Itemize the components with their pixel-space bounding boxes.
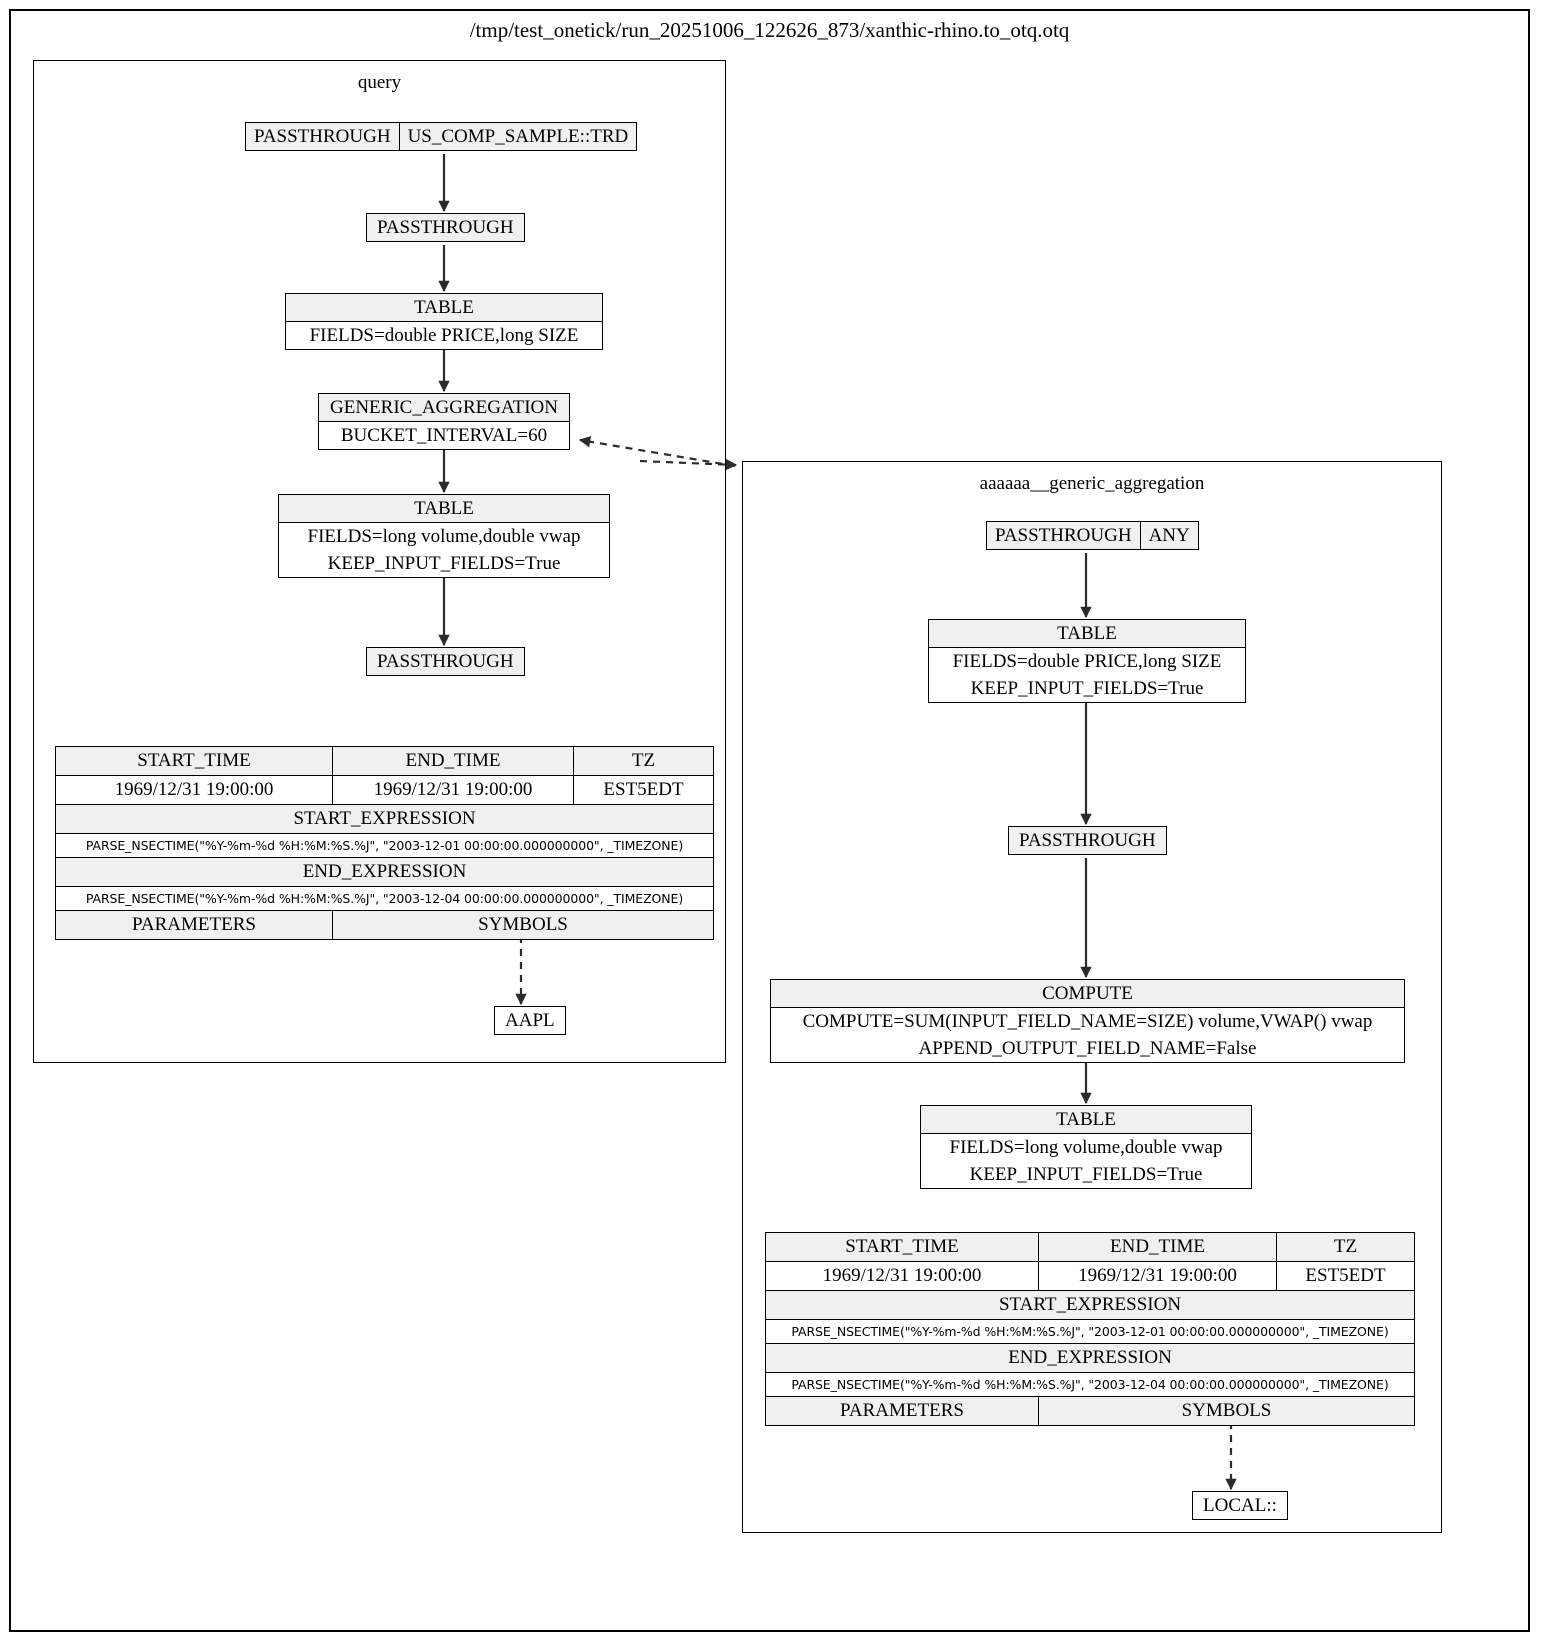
query-params-start-expression-row: PARSE_NSECTIME("%Y-%m-%d %H:%M:%S.%J", "…	[56, 834, 713, 858]
node-query-generic-aggregation[interactable]: GENERIC_AGGREGATION BUCKET_INTERVAL=60	[318, 393, 570, 450]
node-query-table-2-header: TABLE	[279, 495, 609, 523]
agg-params-footer-row: PARAMETERS SYMBOLS	[766, 1397, 1414, 1425]
agg-params-col-header-tz: TZ	[1277, 1233, 1414, 1261]
agg-params-end-expression-row: PARSE_NSECTIME("%Y-%m-%d %H:%M:%S.%J", "…	[766, 1373, 1414, 1397]
outer-graph-frame	[9, 9, 1530, 1632]
node-agg-compute-row-0: COMPUTE=SUM(INPUT_FIELD_NAME=SIZE) volum…	[771, 1008, 1404, 1035]
query-params-start-expression-label: START_EXPRESSION	[56, 805, 713, 833]
node-query-source[interactable]: PASSTHROUGH US_COMP_SAMPLE::TRD	[245, 122, 638, 151]
node-agg-compute-row-1: APPEND_OUTPUT_FIELD_NAME=False	[771, 1035, 1404, 1062]
agg-params-end-time-value: 1969/12/31 19:00:00	[1039, 1262, 1277, 1290]
node-agg-compute[interactable]: COMPUTE COMPUTE=SUM(INPUT_FIELD_NAME=SIZ…	[770, 979, 1405, 1063]
node-agg-table-2-row-1: KEEP_INPUT_FIELDS=True	[921, 1161, 1251, 1188]
query-params-col-header-end-time: END_TIME	[333, 747, 574, 775]
query-params-tz-value: EST5EDT	[574, 776, 713, 804]
query-params-start-expression-value: PARSE_NSECTIME("%Y-%m-%d %H:%M:%S.%J", "…	[56, 834, 713, 857]
node-query-table-1-row-0: FIELDS=double PRICE,long SIZE	[286, 322, 602, 349]
query-params-symbols-label: SYMBOLS	[333, 911, 713, 939]
node-query-source-type: PASSTHROUGH	[254, 126, 391, 147]
query-params-end-expression-row: PARSE_NSECTIME("%Y-%m-%d %H:%M:%S.%J", "…	[56, 887, 713, 911]
agg-params-col-header-start-time: START_TIME	[766, 1233, 1039, 1261]
agg-params-start-expression-header-row: START_EXPRESSION	[766, 1291, 1414, 1320]
cluster-query: query	[33, 60, 726, 1063]
node-query-table-1-header: TABLE	[286, 294, 602, 322]
agg-parameters-table: START_TIME END_TIME TZ 1969/12/31 19:00:…	[765, 1232, 1415, 1426]
node-query-passthrough-2[interactable]: PASSTHROUGH	[366, 647, 525, 676]
page-title: /tmp/test_onetick/run_20251006_122626_87…	[469, 18, 1070, 42]
query-params-start-expression-header-row: START_EXPRESSION	[56, 805, 713, 834]
query-params-end-expression-value: PARSE_NSECTIME("%Y-%m-%d %H:%M:%S.%J", "…	[56, 887, 713, 910]
query-params-footer-row: PARAMETERS SYMBOLS	[56, 911, 713, 939]
agg-params-header-row: START_TIME END_TIME TZ	[766, 1233, 1414, 1262]
agg-params-value-row: 1969/12/31 19:00:00 1969/12/31 19:00:00 …	[766, 1262, 1414, 1291]
query-params-header-row: START_TIME END_TIME TZ	[56, 747, 713, 776]
query-params-end-time-value: 1969/12/31 19:00:00	[333, 776, 574, 804]
node-agg-compute-header: COMPUTE	[771, 980, 1404, 1008]
node-agg-table-1-row-1: KEEP_INPUT_FIELDS=True	[929, 675, 1245, 702]
node-query-symbol-aapl[interactable]: AAPL	[494, 1006, 566, 1035]
node-agg-source-type: PASSTHROUGH	[995, 525, 1132, 546]
cluster-generic-aggregation: aaaaaa__generic_aggregation	[742, 461, 1442, 1533]
agg-params-start-expression-label: START_EXPRESSION	[766, 1291, 1414, 1319]
node-agg-passthrough-1[interactable]: PASSTHROUGH	[1008, 826, 1167, 855]
query-params-col-header-start-time: START_TIME	[56, 747, 333, 775]
query-params-col-header-tz: TZ	[574, 747, 713, 775]
node-agg-source[interactable]: PASSTHROUGH ANY	[986, 521, 1199, 550]
agg-params-end-expression-header-row: END_EXPRESSION	[766, 1344, 1414, 1373]
query-params-parameters-label: PARAMETERS	[56, 911, 333, 939]
query-params-end-expression-header-row: END_EXPRESSION	[56, 858, 713, 887]
node-query-generic-aggregation-row-0: BUCKET_INTERVAL=60	[319, 422, 569, 449]
query-params-value-row: 1969/12/31 19:00:00 1969/12/31 19:00:00 …	[56, 776, 713, 805]
node-agg-table-2[interactable]: TABLE FIELDS=long volume,double vwap KEE…	[920, 1105, 1252, 1189]
agg-params-start-expression-row: PARSE_NSECTIME("%Y-%m-%d %H:%M:%S.%J", "…	[766, 1320, 1414, 1344]
node-agg-symbol-local[interactable]: LOCAL::	[1192, 1491, 1288, 1520]
agg-params-end-expression-label: END_EXPRESSION	[766, 1344, 1414, 1372]
node-agg-table-2-row-0: FIELDS=long volume,double vwap	[921, 1134, 1251, 1161]
node-query-table-2[interactable]: TABLE FIELDS=long volume,double vwap KEE…	[278, 494, 610, 578]
node-query-source-symbol: US_COMP_SAMPLE::TRD	[398, 123, 637, 150]
cluster-generic-aggregation-label: aaaaaa__generic_aggregation	[979, 473, 1205, 494]
agg-params-col-header-end-time: END_TIME	[1039, 1233, 1277, 1261]
node-agg-table-1-row-0: FIELDS=double PRICE,long SIZE	[929, 648, 1245, 675]
query-params-end-expression-label: END_EXPRESSION	[56, 858, 713, 886]
node-agg-table-1[interactable]: TABLE FIELDS=double PRICE,long SIZE KEEP…	[928, 619, 1246, 703]
node-agg-table-2-header: TABLE	[921, 1106, 1251, 1134]
query-params-start-time-value: 1969/12/31 19:00:00	[56, 776, 333, 804]
agg-params-symbols-label: SYMBOLS	[1039, 1397, 1414, 1425]
agg-params-end-expression-value: PARSE_NSECTIME("%Y-%m-%d %H:%M:%S.%J", "…	[766, 1373, 1414, 1396]
agg-params-start-expression-value: PARSE_NSECTIME("%Y-%m-%d %H:%M:%S.%J", "…	[766, 1320, 1414, 1343]
node-query-table-1[interactable]: TABLE FIELDS=double PRICE,long SIZE	[285, 293, 603, 350]
query-parameters-table: START_TIME END_TIME TZ 1969/12/31 19:00:…	[55, 746, 714, 940]
node-agg-table-1-header: TABLE	[929, 620, 1245, 648]
agg-params-tz-value: EST5EDT	[1277, 1262, 1414, 1290]
node-query-table-2-row-1: KEEP_INPUT_FIELDS=True	[279, 550, 609, 577]
agg-params-parameters-label: PARAMETERS	[766, 1397, 1039, 1425]
node-query-table-2-row-0: FIELDS=long volume,double vwap	[279, 523, 609, 550]
cluster-query-label: query	[357, 72, 402, 93]
agg-params-start-time-value: 1969/12/31 19:00:00	[766, 1262, 1039, 1290]
node-query-passthrough-1[interactable]: PASSTHROUGH	[366, 213, 525, 242]
node-query-generic-aggregation-header: GENERIC_AGGREGATION	[319, 394, 569, 422]
node-agg-source-symbol: ANY	[1139, 522, 1198, 549]
